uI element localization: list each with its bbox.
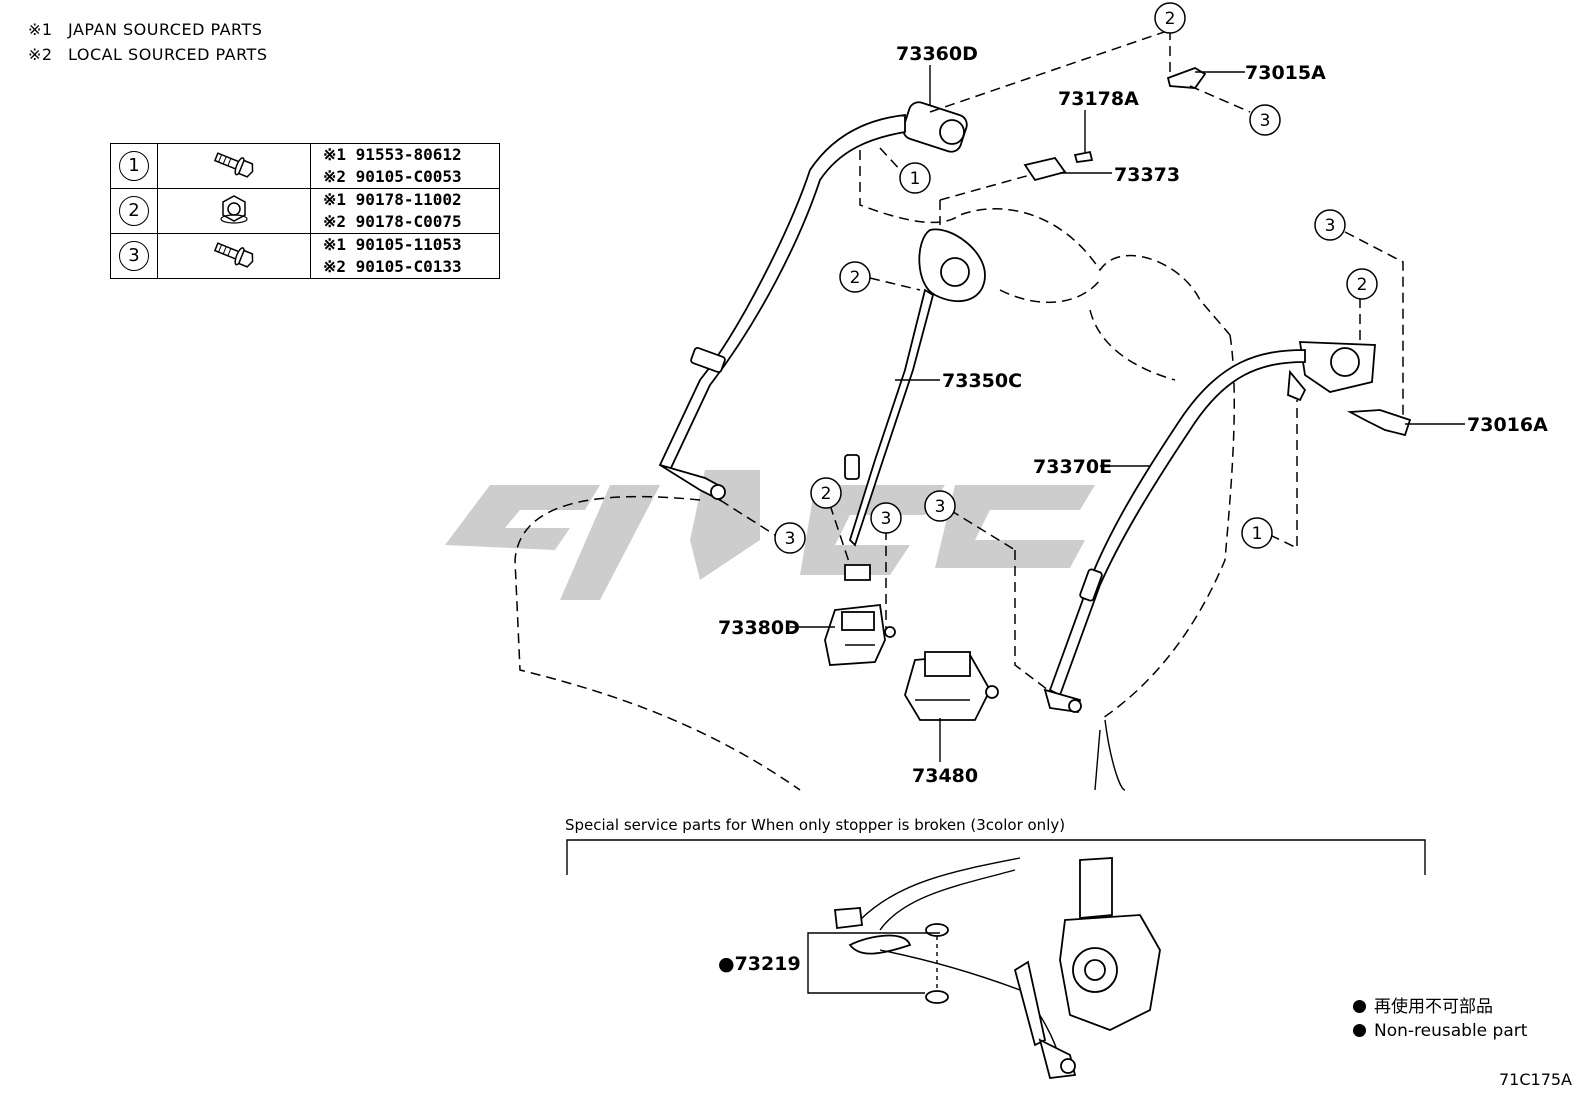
callout-1: 1	[1241, 517, 1273, 549]
legend-item-en: Non-reusable part	[1353, 1019, 1527, 1043]
ref-cell: 2	[110, 188, 158, 234]
svg-text:1: 1	[1252, 524, 1263, 544]
vehicle-body-outline	[514, 150, 1236, 791]
callout-3: 3	[924, 490, 956, 522]
japan-part-number: ※1 91553-80612	[323, 145, 462, 164]
leader-lines	[719, 29, 1465, 762]
callout-2: 2	[839, 261, 871, 293]
ref-number: 1	[119, 151, 149, 181]
part-label-73370E: 73370E	[1033, 456, 1112, 478]
part-label-73380D: 73380D	[718, 617, 800, 639]
svg-text:2: 2	[1357, 275, 1368, 295]
table-row: 3 ※1 90105-11053 ※2 90105-C0133	[110, 233, 500, 279]
ref-cell: 1	[110, 143, 158, 189]
callout-1: 1	[899, 162, 931, 194]
legend-text-jp: 再使用不可部品	[1374, 997, 1493, 1017]
part-label-73480: 73480	[912, 765, 978, 787]
japan-part-number: ※1 90178-11002	[323, 190, 462, 209]
part-labels: 73360D 73015A 73178A 73373 73350C 73016A…	[718, 43, 1548, 787]
fastener-table: 1 ※1 91553-80612 ※2 90105-C0053 2 ※1 901…	[110, 143, 500, 279]
svg-text:3: 3	[1260, 111, 1271, 131]
fastener-image-cell	[157, 233, 311, 279]
special-service-section: ●73219	[566, 839, 1426, 1079]
local-part-number: ※2 90178-C0075	[323, 212, 462, 231]
part-label-73373: 73373	[1114, 164, 1180, 186]
bolt-with-washer-icon	[213, 242, 254, 268]
callout-3: 3	[1249, 104, 1281, 136]
bracket-73016A	[1346, 409, 1412, 437]
local-sourced-note: ※2 LOCAL SOURCED PARTS	[28, 45, 267, 64]
clip-73178A	[1073, 150, 1094, 163]
part-label-73360D: 73360D	[896, 43, 978, 65]
special-service-title: Special service parts for When only stop…	[565, 816, 1066, 834]
legend-text-en: Non-reusable part	[1374, 1021, 1528, 1041]
callout-3: 3	[870, 502, 902, 534]
japan-part-number: ※1 90105-11053	[323, 235, 462, 254]
part-label-73350C: 73350C	[942, 370, 1022, 392]
table-row: 2 ※1 90178-11002 ※2 90178-C0075	[110, 188, 500, 234]
note-marker: ※2	[28, 45, 53, 64]
callout-3: 3	[1314, 209, 1346, 241]
callout-2: 2	[1154, 2, 1186, 34]
callouts: 2 3 1 2 3 2 2 3 3 3 1	[774, 2, 1378, 554]
svg-text:3: 3	[881, 509, 892, 529]
part-label-73016A: 73016A	[1467, 414, 1548, 436]
callout-2: 2	[1346, 268, 1378, 300]
svg-text:2: 2	[821, 484, 832, 504]
ref-number: 3	[119, 241, 149, 271]
japan-sourced-note: ※1 JAPAN SOURCED PARTS	[28, 20, 262, 39]
right-rear-seat-belt	[1043, 341, 1376, 714]
part-label-73219: ●73219	[718, 953, 801, 975]
left-rear-seat-belt	[658, 101, 968, 502]
svg-text:3: 3	[1325, 216, 1336, 236]
legend-item-jp: 再使用不可部品	[1353, 995, 1527, 1019]
note-text: LOCAL SOURCED PARTS	[68, 45, 268, 64]
part-number-cell: ※1 90105-11053 ※2 90105-C0133	[310, 233, 500, 279]
bullet-dot-icon	[1353, 1024, 1366, 1037]
watermark-logo	[445, 470, 1095, 600]
bracket-73015A	[1166, 67, 1207, 89]
svg-text:3: 3	[935, 497, 946, 517]
flange-nut-icon	[220, 195, 248, 224]
bullet-dot-icon	[1353, 1000, 1366, 1013]
note-text: JAPAN SOURCED PARTS	[68, 20, 263, 39]
note-marker: ※1	[28, 20, 53, 39]
svg-text:1: 1	[910, 169, 921, 189]
svg-text:3: 3	[785, 529, 796, 549]
local-part-number: ※2 90105-C0133	[323, 257, 462, 276]
drawing-code: 71C175A	[1498, 1070, 1572, 1089]
part-label-73015A: 73015A	[1245, 62, 1326, 84]
part-number-cell: ※1 91553-80612 ※2 90105-C0053	[310, 143, 500, 189]
anchor-brackets	[1023, 67, 1412, 437]
fastener-image-cell	[157, 188, 311, 234]
center-seat-belt	[844, 228, 986, 581]
svg-text:2: 2	[1165, 9, 1176, 29]
part-label-73178A: 73178A	[1058, 88, 1139, 110]
part-number-cell: ※1 90178-11002 ※2 90178-C0075	[310, 188, 500, 234]
cover-73373	[1023, 156, 1067, 182]
callout-2: 2	[810, 477, 842, 509]
buckle-73480	[904, 651, 999, 721]
callout-3: 3	[774, 522, 806, 554]
bolt-with-washer-icon	[213, 152, 254, 178]
buckle-73380D	[824, 604, 896, 666]
ref-number: 2	[119, 196, 149, 226]
svg-text:2: 2	[850, 268, 861, 288]
legend: 再使用不可部品 Non-reusable part	[1353, 995, 1527, 1043]
local-part-number: ※2 90105-C0053	[323, 167, 462, 186]
